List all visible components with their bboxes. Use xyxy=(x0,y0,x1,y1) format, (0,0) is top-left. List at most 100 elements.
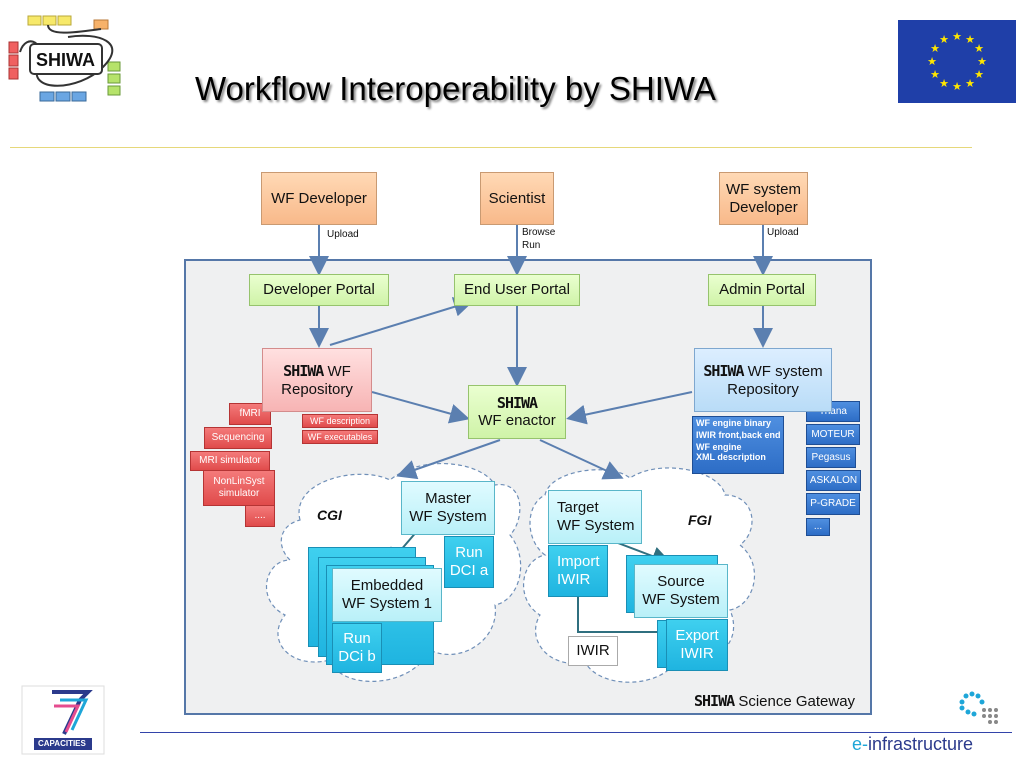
svg-text:★: ★ xyxy=(927,55,937,68)
wf-type-nonlinsyst-label-2: simulator xyxy=(218,488,260,499)
wf-repository-label-1: WF xyxy=(323,362,351,380)
source-label-2: WF System xyxy=(642,591,720,608)
target-label-2: WF System xyxy=(557,517,635,534)
cgi-label: CGI xyxy=(317,507,342,523)
wf-system-triana-label: Triana xyxy=(819,405,847,417)
wf-developer-box: WF Developer xyxy=(261,172,377,225)
admin-portal-box: Admin Portal xyxy=(708,274,816,306)
embedded-wf-system-box: Embedded WF System 1 xyxy=(332,568,442,622)
run-dci-b-box: Run DCi b xyxy=(332,623,382,673)
wf-system-developer-label-1: WF system xyxy=(726,180,801,198)
science-gateway-brand: SHIWA xyxy=(694,692,735,710)
fgi-label: FGI xyxy=(688,512,712,528)
scientist-box: Scientist xyxy=(480,172,554,225)
wf-description-label: WF description xyxy=(309,415,371,426)
target-wf-system-box: Target WF System xyxy=(548,490,642,544)
svg-text:★: ★ xyxy=(930,42,940,55)
import-label-2: IWIR xyxy=(557,571,591,588)
source-wf-system-box: Source WF System xyxy=(634,564,728,618)
export-label-1: Export xyxy=(675,627,719,644)
run-a-label-1: Run xyxy=(455,544,483,561)
svg-text:★: ★ xyxy=(952,80,962,93)
wf-enactor-label: WF enactor xyxy=(478,412,556,429)
eu-flag-icon: ★★★ ★★★ ★★★ ★★★ xyxy=(898,20,1016,103)
iwir-box: IWIR xyxy=(568,636,618,666)
wf-enactor-box: SHIWA WF enactor xyxy=(468,385,566,439)
master-wf-system-box: Master WF System xyxy=(401,481,495,535)
svg-text:★: ★ xyxy=(965,33,975,46)
wf-type-more-label: .... xyxy=(254,510,266,521)
wf-system-pegasus: Pegasus xyxy=(806,447,856,468)
upload-label-left: Upload xyxy=(327,229,359,240)
source-label-1: Source xyxy=(657,573,705,590)
run-b-label-2: DCi b xyxy=(338,648,376,665)
developer-portal-box: Developer Portal xyxy=(249,274,389,306)
wf-system-repository-brand: SHIWA xyxy=(703,361,744,380)
svg-text:★: ★ xyxy=(939,77,949,90)
science-gateway-label: SHIWA Science Gateway xyxy=(694,692,855,710)
wf-type-mri-simulator: MRI simulator xyxy=(190,451,270,471)
wf-type-nonlinsyst-label-1: NonLinSyst xyxy=(213,476,265,487)
run-b-label-1: Run xyxy=(343,630,371,647)
shiwa-logo: SHIWA xyxy=(8,12,126,104)
import-label-1: Import xyxy=(557,553,600,570)
run-label: Run xyxy=(522,240,541,251)
e-infrastructure-wordmark: e-infrastructure xyxy=(852,734,973,755)
upload-label-right: Upload xyxy=(767,227,799,238)
iwir-label: IWIR xyxy=(576,642,610,659)
wf-repository-box: SHIWA WF Repository xyxy=(262,348,372,412)
wf-engine-label: WF engine xyxy=(696,441,742,452)
wf-type-mri-simulator-label: MRI simulator xyxy=(199,455,261,466)
wf-type-sequencing: Sequencing xyxy=(204,427,272,449)
wf-type-fmri-label: fMRI xyxy=(239,408,261,419)
wf-system-developer-label-2: Developer xyxy=(729,198,798,216)
svg-text:★: ★ xyxy=(977,55,987,68)
wf-system-repository-label-1: WF system xyxy=(743,362,823,380)
embedded-label-1: Embedded xyxy=(350,577,424,594)
fp7-capacities-label: CAPACITIES xyxy=(38,739,86,748)
end-user-portal-box: End User Portal xyxy=(454,274,580,306)
xml-description-label: XML description xyxy=(696,451,766,462)
wf-system-askalon-label: ASKALON xyxy=(809,474,858,486)
wf-description-tag: WF description xyxy=(302,414,378,428)
wf-system-pegasus-label: Pegasus xyxy=(811,451,851,463)
wf-developer-label: WF Developer xyxy=(271,189,367,207)
e-infrastructure-icon xyxy=(956,690,1000,730)
target-label-1: Target xyxy=(557,499,599,516)
run-a-label-2: DCI a xyxy=(449,562,489,579)
wf-type-nonlinsyst: NonLinSyst simulator xyxy=(203,470,275,506)
admin-portal-label: Admin Portal xyxy=(719,281,805,298)
wf-type-sequencing-label: Sequencing xyxy=(211,432,265,443)
wf-system-repository-box: SHIWA WF system Repository xyxy=(694,348,832,412)
run-dci-a-box: Run DCI a xyxy=(444,536,494,588)
master-label-2: WF System xyxy=(409,508,487,525)
export-iwir-box: Export IWIR xyxy=(666,619,728,671)
e-infrastructure-label: infrastructure xyxy=(868,734,974,754)
wf-system-more: ... xyxy=(806,518,830,536)
svg-text:★: ★ xyxy=(965,77,975,90)
scientist-label: Scientist xyxy=(488,189,546,207)
wf-repository-brand: SHIWA xyxy=(283,361,324,380)
embedded-label-2: WF System 1 xyxy=(341,595,432,612)
fp7-logo: CAPACITIES xyxy=(20,684,106,756)
footer-divider xyxy=(140,732,1012,733)
wf-system-moteur-label: MOTEUR xyxy=(811,428,855,440)
engine-tags-panel: WF engine binary IWIR front,back end WF … xyxy=(692,416,784,474)
svg-text:★: ★ xyxy=(974,68,984,81)
wf-system-more-label: ... xyxy=(813,521,823,532)
wf-system-askalon: ASKALON xyxy=(806,470,861,491)
title-divider xyxy=(10,147,972,148)
wf-type-more: .... xyxy=(245,505,275,527)
svg-text:★: ★ xyxy=(974,42,984,55)
wf-type-fmri: fMRI xyxy=(229,403,271,425)
wf-system-pgrade: P-GRADE xyxy=(806,493,860,515)
wf-system-developer-box: WF system Developer xyxy=(719,172,808,225)
page-title: Workflow Interoperability by SHIWA xyxy=(195,70,716,107)
engine-binary-label: WF engine binary xyxy=(696,418,772,428)
wf-system-repository-label-2: Repository xyxy=(727,380,799,398)
logo-text: SHIWA xyxy=(36,50,96,70)
science-gateway-text: Science Gateway xyxy=(734,693,856,710)
wf-enactor-brand: SHIWA xyxy=(496,394,538,412)
wf-repository-label-2: Repository xyxy=(281,380,353,398)
